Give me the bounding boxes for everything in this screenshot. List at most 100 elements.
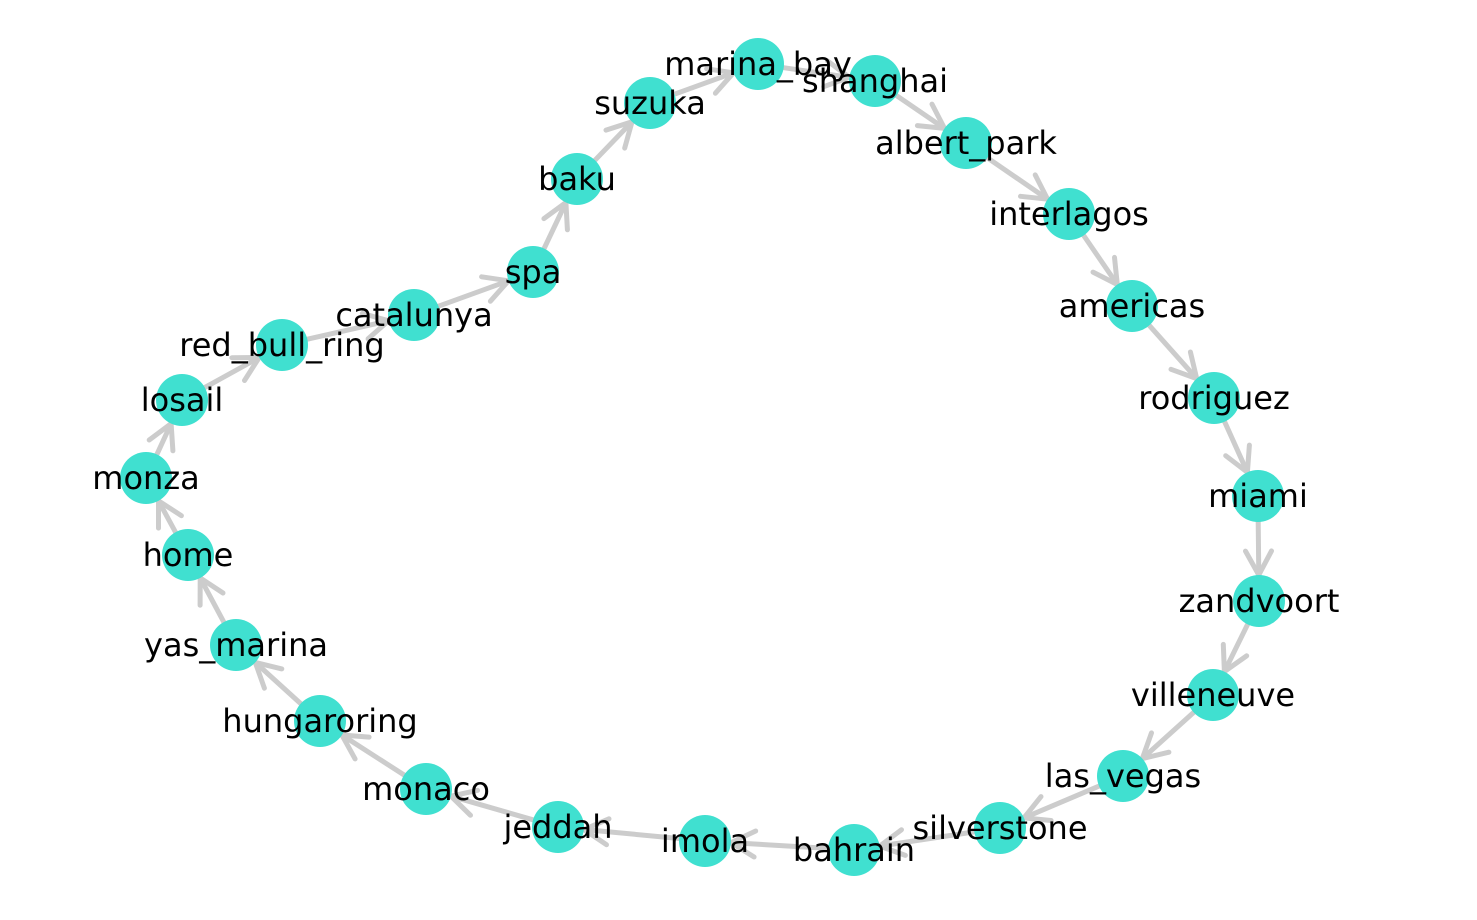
node-spa[interactable] bbox=[507, 246, 559, 298]
node-label-catalunya: catalunya bbox=[335, 296, 492, 334]
edge-line bbox=[252, 659, 304, 707]
edge-villeneuve-to-las_vegas bbox=[1139, 709, 1197, 762]
edge-line bbox=[728, 840, 831, 851]
edge-arrowhead bbox=[359, 310, 392, 342]
edge-line bbox=[894, 93, 947, 131]
edge-line bbox=[448, 793, 536, 823]
node-losail[interactable] bbox=[156, 374, 208, 426]
node-jeddah[interactable] bbox=[532, 801, 584, 853]
edge-line bbox=[1139, 709, 1197, 762]
node-label-spa: spa bbox=[505, 253, 562, 291]
node-catalunya[interactable] bbox=[388, 289, 440, 341]
edge-line bbox=[541, 200, 569, 251]
node-miami[interactable] bbox=[1232, 470, 1284, 522]
node-label-miami: miami bbox=[1208, 477, 1308, 515]
node-baku[interactable] bbox=[551, 153, 603, 205]
edge-arrowhead bbox=[479, 274, 511, 304]
edge-arrowhead bbox=[704, 66, 736, 96]
edge-line bbox=[984, 155, 1051, 202]
node-label-baku: baku bbox=[538, 160, 616, 198]
node-yas_marina[interactable] bbox=[210, 619, 262, 671]
edge-line bbox=[197, 575, 227, 625]
edge-rodriguez-to-miami bbox=[1222, 419, 1252, 475]
edge-imola-to-jeddah bbox=[581, 816, 682, 848]
edge-line bbox=[156, 498, 178, 535]
edge-miami-to-zandvoort bbox=[1243, 519, 1274, 578]
node-label-home: home bbox=[143, 536, 234, 574]
node-shanghai[interactable] bbox=[849, 55, 901, 107]
edge-arrowhead bbox=[728, 828, 759, 860]
edge-jeddah-to-monaco bbox=[448, 787, 536, 823]
edge-line bbox=[781, 65, 852, 80]
edge-red_bull_ring-to-catalunya bbox=[304, 310, 392, 342]
edge-line bbox=[304, 318, 392, 342]
node-label-marina_bay: marina_bay bbox=[664, 45, 852, 83]
node-label-villeneuve: villeneuve bbox=[1131, 676, 1295, 714]
node-label-rodriguez: rodriguez bbox=[1138, 379, 1289, 417]
node-label-silverstone: silverstone bbox=[913, 809, 1088, 847]
edge-line bbox=[436, 278, 511, 309]
edge-monza-to-losail bbox=[146, 421, 176, 457]
edge-line bbox=[592, 119, 635, 163]
node-albert_park[interactable] bbox=[940, 117, 992, 169]
edges-layer bbox=[146, 58, 1274, 860]
edge-line bbox=[581, 827, 682, 841]
node-label-americas: americas bbox=[1059, 287, 1205, 325]
node-label-imola: imola bbox=[661, 822, 749, 860]
nodes-layer bbox=[120, 38, 1285, 876]
node-label-losail: losail bbox=[141, 381, 224, 419]
node-label-interlagos: interlagos bbox=[989, 195, 1149, 233]
node-label-yas_marina: yas_marina bbox=[144, 626, 328, 664]
node-label-red_bull_ring: red_bull_ring bbox=[179, 326, 384, 364]
node-monaco[interactable] bbox=[400, 763, 452, 815]
node-zandvoort[interactable] bbox=[1233, 575, 1285, 627]
node-monza[interactable] bbox=[120, 452, 172, 504]
node-suzuka[interactable] bbox=[624, 77, 676, 129]
node-silverstone[interactable] bbox=[974, 802, 1026, 854]
node-bahrain[interactable] bbox=[828, 824, 880, 876]
node-label-jeddah: jeddah bbox=[502, 808, 612, 846]
edge-line bbox=[339, 732, 407, 778]
edge-home-to-monza bbox=[156, 498, 184, 535]
edge-suzuka-to-marina_bay bbox=[672, 66, 736, 97]
node-las_vegas[interactable] bbox=[1097, 750, 1149, 802]
node-imola[interactable] bbox=[679, 815, 731, 867]
node-label-monza: monza bbox=[92, 459, 199, 497]
edge-arrowhead bbox=[581, 816, 612, 848]
node-rodriguez[interactable] bbox=[1188, 372, 1240, 424]
node-americas[interactable] bbox=[1106, 280, 1158, 332]
edge-monaco-to-hungaroring bbox=[339, 732, 407, 778]
edge-arrowhead bbox=[448, 787, 481, 818]
node-hungaroring[interactable] bbox=[294, 695, 346, 747]
edge-line bbox=[1221, 621, 1251, 675]
node-interlagos[interactable] bbox=[1043, 188, 1095, 240]
edge-line bbox=[1021, 783, 1102, 821]
edge-albert_park-to-interlagos bbox=[984, 155, 1051, 202]
node-red_bull_ring[interactable] bbox=[256, 319, 308, 371]
edge-line bbox=[1222, 419, 1250, 475]
edge-interlagos-to-americas bbox=[1081, 233, 1120, 287]
edge-bahrain-to-imola bbox=[728, 828, 831, 860]
edge-line bbox=[1146, 322, 1200, 382]
node-label-monaco: monaco bbox=[362, 770, 490, 808]
edge-line bbox=[877, 829, 977, 849]
edge-line bbox=[672, 70, 736, 97]
edge-yas_marina-to-home bbox=[197, 575, 227, 625]
node-marina_bay[interactable] bbox=[732, 38, 784, 90]
node-label-las_vegas: las_vegas bbox=[1045, 757, 1201, 795]
edge-line bbox=[1255, 519, 1262, 578]
edge-baku-to-suzuka bbox=[592, 119, 635, 163]
edge-hungaroring-to-yas_marina bbox=[252, 659, 304, 707]
node-villeneuve[interactable] bbox=[1187, 669, 1239, 721]
node-home[interactable] bbox=[162, 529, 214, 581]
edge-spa-to-baku bbox=[541, 200, 570, 251]
node-label-albert_park: albert_park bbox=[875, 124, 1057, 162]
edge-catalunya-to-spa bbox=[436, 274, 511, 309]
edge-arrowhead bbox=[1090, 254, 1120, 287]
node-label-hungaroring: hungaroring bbox=[222, 702, 417, 740]
edge-arrowhead bbox=[1018, 172, 1051, 202]
edge-arrowhead bbox=[603, 119, 635, 151]
edge-americas-to-rodriguez bbox=[1146, 322, 1200, 382]
